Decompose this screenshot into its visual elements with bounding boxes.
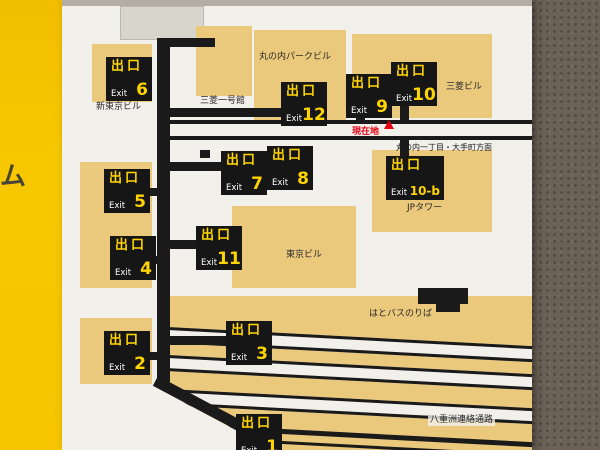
exit-10b-marker: 出口 Exit 10-b (386, 156, 444, 200)
wall-background (530, 0, 600, 450)
exit-number: 12 (302, 104, 326, 125)
exit-4-marker: 出口 Exit 4 (110, 236, 156, 280)
diagonal-road (168, 354, 532, 393)
street-band (168, 120, 532, 140)
exit-number: 1 (266, 436, 278, 450)
building-label-mitsubishi: 三菱ビル (446, 82, 483, 92)
exit-en-label: Exit (241, 446, 266, 450)
passage-branch-exit5 (146, 188, 159, 196)
exit-number: 9 (376, 96, 388, 117)
passage-branch-exit2 (146, 352, 159, 360)
area-label-hato-bus: はとバスのりば (369, 309, 433, 319)
exit-number: 10 (412, 84, 436, 105)
area-label-yaesu-passage: 八重洲連絡通路 (428, 415, 496, 426)
exit-en-label: Exit (286, 113, 303, 124)
exit-en-label: Exit (109, 362, 126, 373)
exit-10-marker: 出口 Exit 10 (391, 62, 437, 106)
passage-branch-exit12 (168, 108, 284, 117)
frame-side-text: ム (0, 162, 27, 192)
exit-number: 11 (217, 248, 241, 269)
exit-en-label: Exit (201, 257, 218, 268)
exit-number: 6 (136, 79, 148, 100)
exit-7-marker: 出口 Exit 7 (221, 151, 267, 195)
exit-number: 8 (297, 168, 309, 189)
exit-11-marker: 出口 Exit 11 (196, 226, 242, 270)
exit-kanji-label: 出口 (226, 153, 259, 168)
exit-en-label: Exit (115, 267, 132, 278)
building-block-tokyo (232, 206, 356, 288)
exit-3-marker: 出口 Exit 3 (226, 321, 272, 365)
building-footprint-black (418, 288, 468, 304)
building-block-gray (120, 6, 204, 40)
exit-9-marker: 出口 Exit 9 (346, 74, 392, 118)
exit-kanji-label: 出口 (272, 148, 305, 163)
passage-stub-exit10b (400, 140, 409, 156)
exit-kanji-label: 出口 (115, 238, 148, 253)
poster-top-edge (62, 0, 532, 6)
exit-en-label: Exit (226, 182, 243, 193)
exit-8-marker: 出口 Exit 8 (267, 146, 313, 190)
exit-6-marker: 出口 Exit 6 (106, 57, 152, 101)
direction-sign-label: 丸の内一丁目・大手町方面 (396, 143, 492, 152)
exit-number: 4 (140, 258, 152, 279)
exit-number: 5 (134, 191, 146, 212)
exit-map-poster: 丸の内パークビル 新東京ビル 三菱一号館 三菱ビル JPタワー 東京ビル はとバ… (62, 0, 532, 450)
current-location-marker-icon (384, 120, 394, 129)
exit-number: 3 (256, 343, 268, 364)
building-label-tokyo: 東京ビル (286, 250, 323, 260)
passage-stub-exit9 (356, 116, 365, 124)
bottom-map-area (168, 296, 532, 450)
exit-2-marker: 出口 Exit 2 (104, 331, 150, 375)
exit-en-label: Exit (231, 352, 248, 363)
stair-block-icon (200, 150, 210, 158)
exit-kanji-label: 出口 (231, 323, 264, 338)
exit-kanji-label: 出口 (351, 76, 384, 91)
building-label-marunouchi-park: 丸の内パークビル (259, 52, 332, 62)
exit-en-label: Exit (391, 187, 408, 198)
exit-kanji-label: 出口 (286, 84, 319, 99)
exit-number: 2 (134, 353, 146, 374)
building-label-mitsubishi-ichigokan: 三菱一号館 (200, 96, 246, 106)
passage-top-branch (157, 38, 215, 47)
exit-12-marker: 出口 Exit 12 (281, 82, 327, 126)
exit-5-marker: 出口 Exit 5 (104, 169, 150, 213)
passage-stub-exit10 (400, 106, 409, 120)
exit-en-label: Exit (351, 105, 368, 116)
building-label-shin-tokyo: 新東京ビル (96, 102, 142, 112)
building-footprint-black (436, 302, 460, 312)
exit-kanji-label: 出口 (109, 333, 142, 348)
current-location-label: 現在地 (352, 127, 380, 137)
exit-en-label: Exit (396, 93, 413, 104)
exit-kanji-label: 出口 (201, 228, 234, 243)
passage-branch-exit11 (168, 240, 198, 249)
passage-branch-exit7-8 (168, 162, 268, 171)
exit-kanji-label: 出口 (391, 158, 424, 173)
exit-en-label: Exit (109, 200, 126, 211)
exit-1-marker: 出口 Exit 1 (236, 414, 282, 450)
exit-number: 7 (251, 173, 263, 194)
passage-main-line (157, 38, 170, 382)
exit-kanji-label: 出口 (109, 171, 142, 186)
building-label-jp-tower: JPタワー (407, 203, 443, 213)
exit-kanji-label: 出口 (241, 416, 274, 431)
building-block-mitsubishi-ichigokan (196, 26, 252, 96)
passage-branch-exit3 (168, 336, 228, 345)
exit-en-label: Exit (111, 88, 128, 99)
yellow-sign-frame: ム (0, 0, 62, 450)
exit-kanji-label: 出口 (111, 59, 144, 74)
exit-kanji-label: 出口 (396, 64, 429, 79)
exit-en-label: Exit (272, 177, 289, 188)
exit-number: 10-b (409, 184, 440, 199)
